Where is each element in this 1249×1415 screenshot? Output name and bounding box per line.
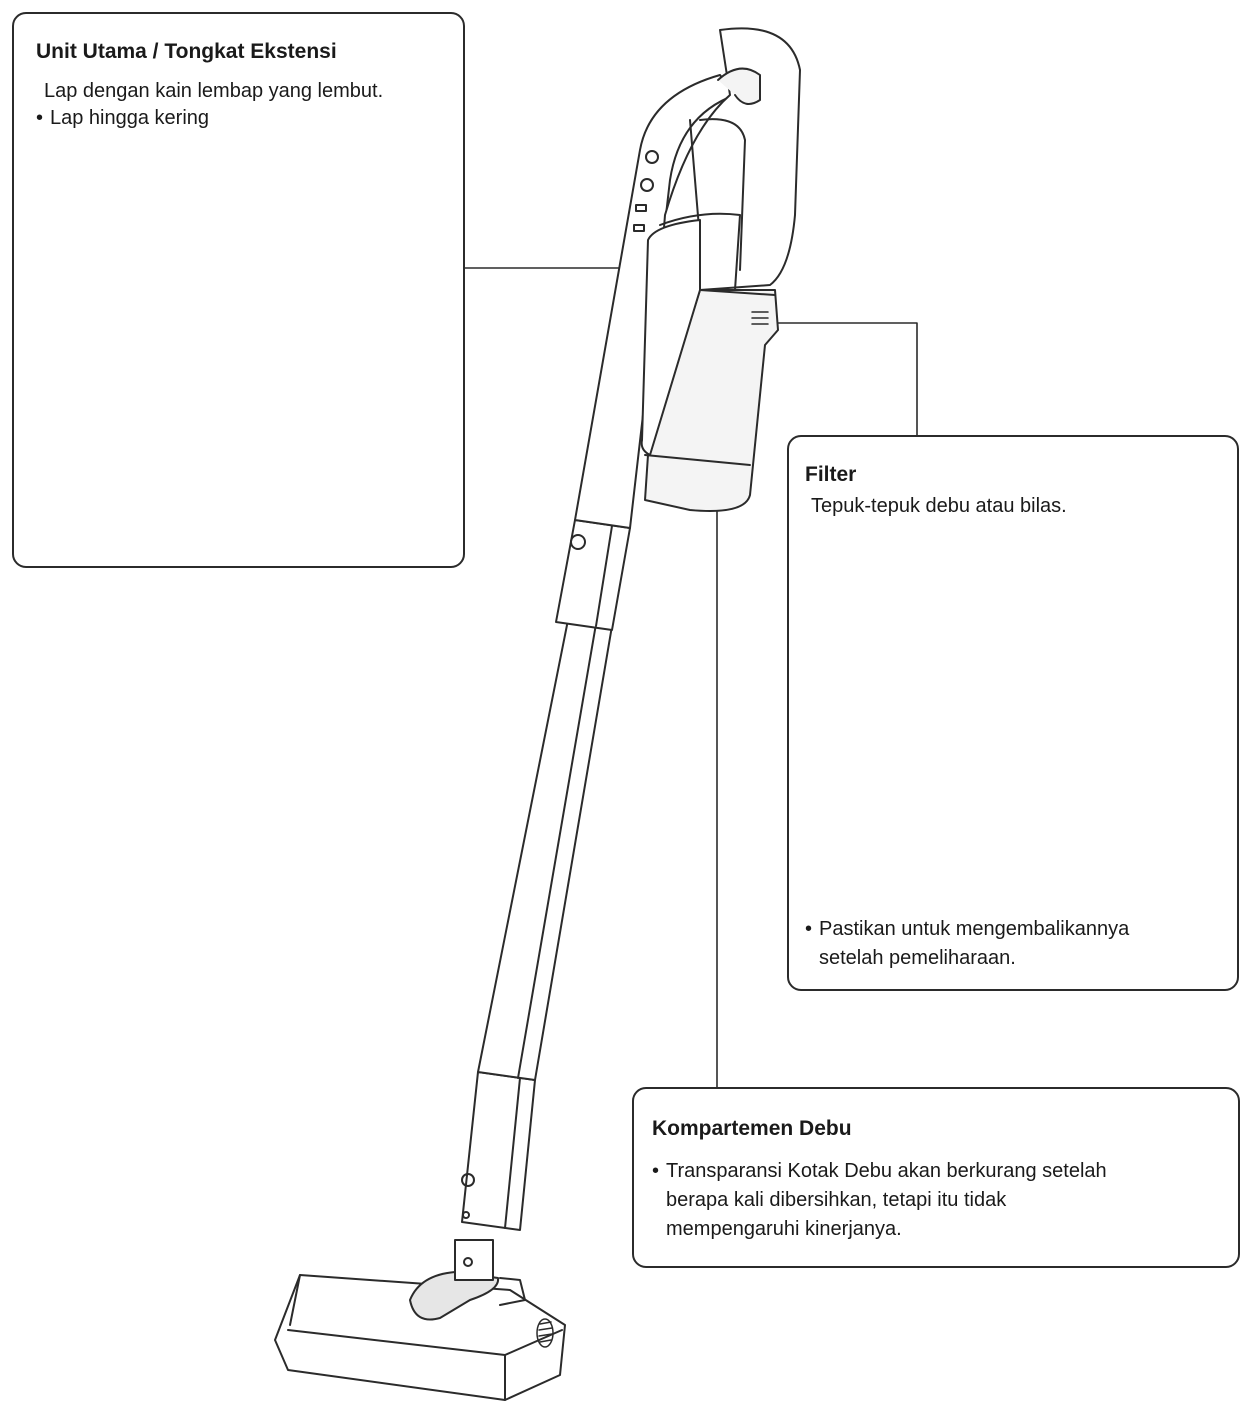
leader-filter [770,323,917,435]
bullet-dot: • [36,104,50,133]
dust-bullet-line3: mempengaruhi kinerjanya. [652,1215,1222,1244]
upper-connector [556,520,630,630]
filter-description: Tepuk-tepuk debu atau bilas. [811,493,1067,520]
dust-compartment-bullet: •Transparansi Kotak Debu akan berkurang … [652,1157,1222,1244]
dust-compartment-callout: Kompartemen Debu •Transparansi Kotak Deb… [632,1087,1240,1268]
main-unit-callout: Unit Utama / Tongkat Ekstensi Lap dengan… [12,12,465,568]
extension-wand [478,620,612,1080]
filter-callout: Filter Tepuk-tepuk debu atau bilas. •Pas… [787,435,1239,991]
filter-bullet-line2: setelah pemeliharaan. [805,944,1225,973]
bullet-dot: • [652,1157,666,1186]
filter-bullet: •Pastikan untuk mengembalikannya setelah… [805,915,1225,973]
lower-joint [462,1072,535,1230]
bullet-dot: • [805,915,819,944]
main-unit-title: Unit Utama / Tongkat Ekstensi [36,40,337,64]
filter-title: Filter [805,463,856,487]
dust-bullet-line2: berapa kali dibersihkan, tetapi itu tida… [652,1186,1222,1215]
filter-bullet-line1: Pastikan untuk mengembalikannya [819,918,1129,940]
floor-head [275,1240,565,1400]
main-unit-bullet-text: Lap hingga kering [50,107,209,129]
main-unit-bullet: •Lap hingga kering [36,104,209,133]
dust-bullet-line1: Transparansi Kotak Debu akan berkurang s… [666,1160,1107,1182]
dust-compartment-title: Kompartemen Debu [652,1117,852,1141]
main-unit-description: Lap dengan kain lembap yang lembut. [44,78,383,105]
